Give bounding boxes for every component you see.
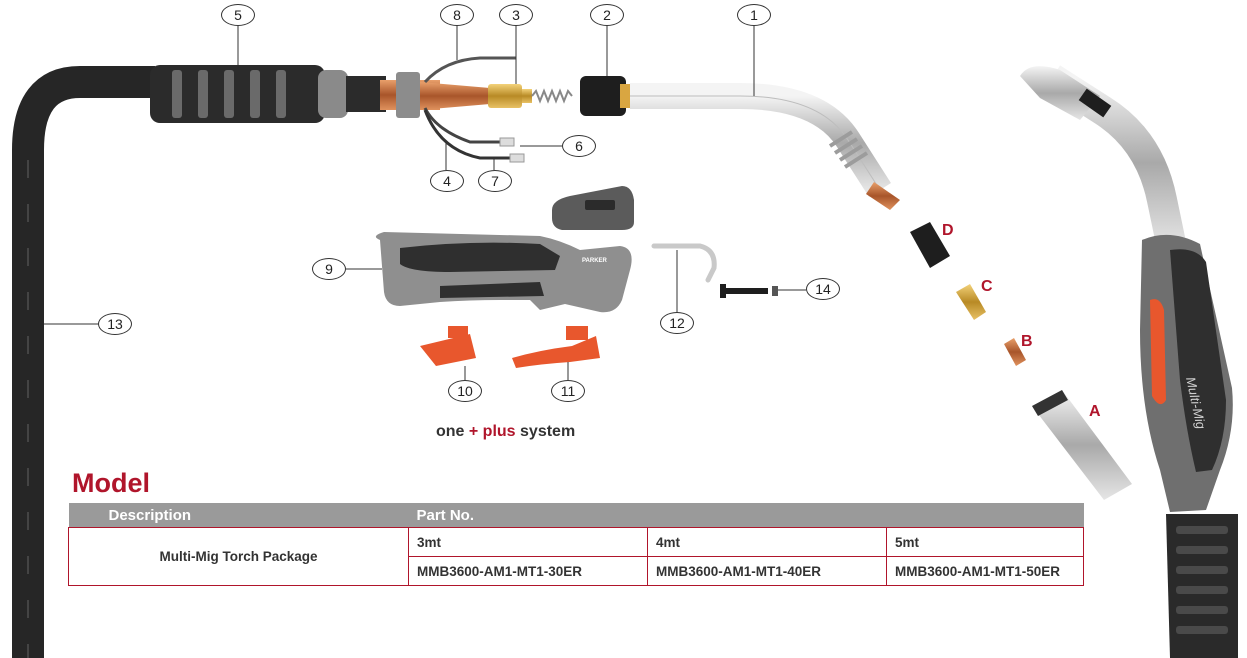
letter-a: A bbox=[1089, 403, 1101, 420]
callout-5: 5 bbox=[221, 4, 255, 26]
callout-12: 12 bbox=[660, 312, 694, 334]
callout-1: 1 bbox=[737, 4, 771, 26]
model-table: Description Part No. Multi-Mig Torch Pac… bbox=[68, 503, 1084, 586]
callout-11: 11 bbox=[551, 380, 585, 402]
system-label-plus-sign: + bbox=[468, 423, 479, 440]
swan-neck bbox=[630, 83, 891, 198]
part-no-header: Part No. bbox=[408, 503, 1084, 528]
system-label: one + plus system bbox=[436, 423, 575, 441]
cable-assembly bbox=[12, 66, 155, 658]
trigger-standard bbox=[420, 334, 476, 366]
handle-brand-text: PARKER bbox=[582, 258, 608, 264]
callout-9: 9 bbox=[312, 258, 346, 280]
trigger-extended bbox=[512, 336, 600, 368]
letter-d: D bbox=[942, 222, 954, 239]
callout-10: 10 bbox=[448, 380, 482, 402]
callout-6: 6 bbox=[562, 135, 596, 157]
callout-3: 3 bbox=[499, 4, 533, 26]
model-title: Model bbox=[72, 468, 150, 498]
callout-8: 8 bbox=[440, 4, 474, 26]
system-label-part1: one bbox=[436, 423, 469, 440]
length-3mt: 3mt bbox=[408, 527, 648, 557]
row-description: Multi-Mig Torch Package bbox=[68, 527, 409, 586]
callout-7: 7 bbox=[478, 170, 512, 192]
letter-b: B bbox=[1021, 333, 1033, 350]
description-header: Description bbox=[68, 503, 409, 528]
callout-2: 2 bbox=[590, 4, 624, 26]
system-label-part2: system bbox=[515, 423, 576, 440]
callout-14: 14 bbox=[806, 278, 840, 300]
system-label-plus-word: plus bbox=[478, 423, 516, 440]
callout-13: 13 bbox=[98, 313, 132, 335]
cable-support bbox=[150, 65, 386, 123]
part-number-4mt: MMB3600-AM1-MT1-40ER bbox=[647, 556, 887, 586]
part-number-3mt: MMB3600-AM1-MT1-30ER bbox=[408, 556, 648, 586]
part-number-5mt: MMB3600-AM1-MT1-50ER bbox=[886, 556, 1084, 586]
length-5mt: 5mt bbox=[886, 527, 1084, 557]
letter-c: C bbox=[981, 278, 993, 295]
callout-4: 4 bbox=[430, 170, 464, 192]
length-4mt: 4mt bbox=[647, 527, 887, 557]
